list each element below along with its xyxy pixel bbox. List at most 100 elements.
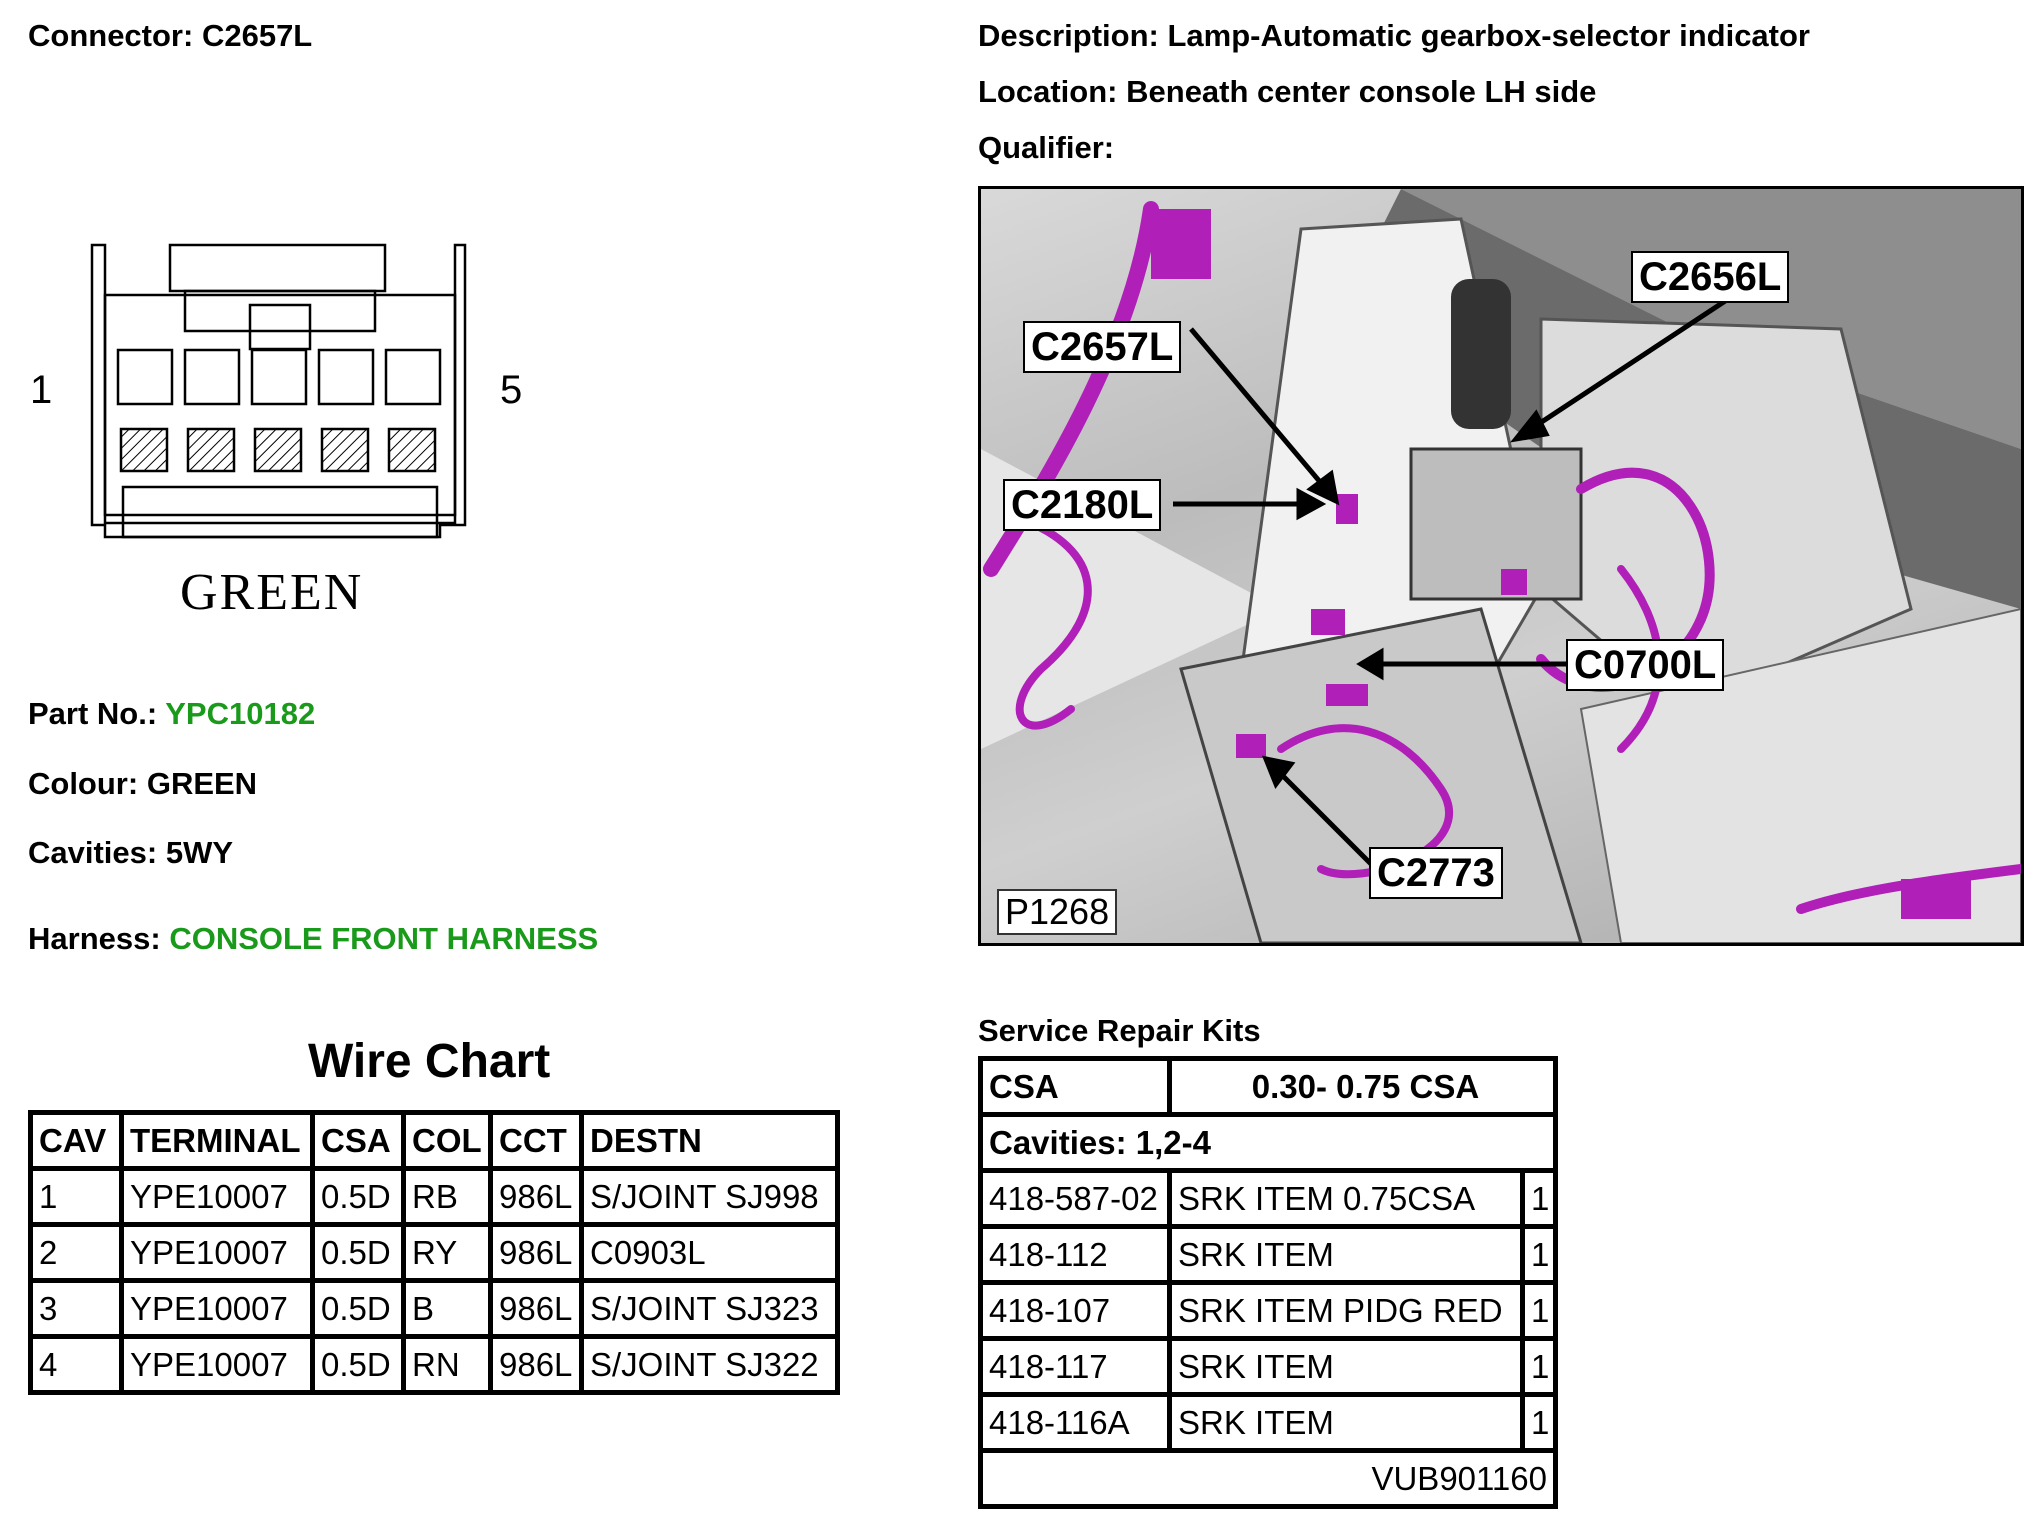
harness-line: Harness: CONSOLE FRONT HARNESS [28,921,598,957]
cell-terminal: YPE10007 [124,1171,310,1222]
cell-col: RB [406,1171,488,1222]
table-row: 4 YPE10007 0.5D RN 986L S/JOINT SJ322 [33,1339,835,1390]
connector-color-label: GREEN [180,564,364,621]
service-kits-header-row: CSA 0.30- 0.75 CSA [983,1061,1553,1112]
service-kits-footer-row: VUB901160 [983,1453,1553,1504]
kit-part-number: 418-116A [983,1397,1167,1448]
header-terminal: TERMINAL [124,1115,310,1166]
location-photo: C2656L C2657L C2180L C0700L C2773 P1268 [978,186,2024,946]
cell-cav: 2 [33,1227,119,1278]
cell-cav: 4 [33,1339,119,1390]
service-kits-title: Service Repair Kits [978,1013,1261,1048]
connector-block [1236,734,1266,758]
connector-block [1501,569,1527,595]
harness-value: CONSOLE FRONT HARNESS [169,921,599,956]
kit-description: SRK ITEM 0.75CSA [1172,1173,1520,1224]
location-value: Beneath center console LH side [1126,74,1597,109]
cell-destn: S/JOINT SJ323 [584,1283,835,1334]
kit-part-number: 418-107 [983,1285,1167,1336]
cell-col: B [406,1283,488,1334]
cell-csa: 0.5D [315,1171,401,1222]
harness-wire [1015,515,1092,730]
table-row: 3 YPE10007 0.5D B 986L S/JOINT SJ323 [33,1283,835,1334]
cell-destn: S/JOINT SJ322 [584,1339,835,1390]
kit-description: SRK ITEM [1172,1341,1520,1392]
cell-cct: 986L [493,1283,579,1334]
location-line: Location: Beneath center console LH side [978,74,1596,110]
table-row: 418-112 SRK ITEM 1 [983,1229,1553,1280]
table-row: 418-116A SRK ITEM 1 [983,1397,1553,1448]
cavities-value: 5WY [165,835,234,870]
cell-col: RN [406,1339,488,1390]
qualifier-label: Qualifier: [978,130,1115,165]
pin-number-first: 1 [30,368,53,412]
kit-description: SRK ITEM [1172,1229,1520,1280]
connector-block [1151,209,1211,279]
connector-block [1326,684,1368,706]
colour-label: Colour: [28,766,139,801]
header-cav: CAV [33,1115,119,1166]
callout-c2656l: C2656L [1631,251,1790,303]
connector-label: Connector: [28,18,194,53]
qualifier-line: Qualifier: [978,130,1114,166]
callout-c0700l: C0700L [1566,639,1725,691]
cell-cct: 986L [493,1339,579,1390]
connector-block [1336,494,1358,524]
wire-chart-title: Wire Chart [308,1035,551,1088]
kit-quantity: 1 [1525,1173,1553,1224]
harness-label: Harness: [28,921,161,956]
part-no-label: Part No.: [28,696,158,731]
cavity-openings [116,348,442,406]
header-csa: CSA [315,1115,401,1166]
kit-quantity: 1 [1525,1397,1553,1448]
cell-terminal: YPE10007 [124,1227,310,1278]
colour-line: Colour: GREEN [28,766,257,802]
callout-c2180l: C2180L [1003,479,1162,531]
terminal-locks [119,427,437,473]
service-kits-table: CSA 0.30- 0.75 CSA Cavities: 1,2-4 418-5… [978,1056,1558,1509]
cell-terminal: YPE10007 [124,1283,310,1334]
connector-block [1901,879,1971,919]
photo-illustration [981,189,2021,943]
csa-value: 0.30- 0.75 CSA [1172,1061,1553,1112]
connector-line: Connector: C2657L [28,18,312,54]
colour-value: GREEN [146,766,258,801]
kit-quantity: 1 [1525,1285,1553,1336]
table-row: 1 YPE10007 0.5D RB 986L S/JOINT SJ998 [33,1171,835,1222]
part-no-value: YPC10182 [165,696,316,731]
description-line: Description: Lamp-Automatic gearbox-sele… [978,18,1810,54]
kit-quantity: 1 [1525,1341,1553,1392]
connector-face-diagram [90,243,467,539]
table-row: 418-117 SRK ITEM 1 [983,1341,1553,1392]
table-row: 418-107 SRK ITEM PIDG RED 1 [983,1285,1553,1336]
table-row: 2 YPE10007 0.5D RY 986L C0903L [33,1227,835,1278]
wire-chart-table: CAV TERMINAL CSA COL CCT DESTN 1 YPE1000… [28,1110,840,1395]
cell-csa: 0.5D [315,1283,401,1334]
cell-col: RY [406,1227,488,1278]
header-cct: CCT [493,1115,579,1166]
callout-c2657l: C2657L [1023,321,1182,373]
cell-cct: 986L [493,1227,579,1278]
harness-wire [983,201,1159,577]
connector-value: C2657L [201,18,313,53]
description-value: Lamp-Automatic gearbox-selector indicato… [1167,18,1810,53]
cavities-label: Cavities: [28,835,158,870]
wire-chart-header-row: CAV TERMINAL CSA COL CCT DESTN [33,1115,835,1166]
cell-cav: 1 [33,1171,119,1222]
part-no-line: Part No.: YPC10182 [28,696,315,732]
cavities-line: Cavities: 5WY [28,835,233,871]
callout-c2773: C2773 [1369,847,1503,899]
pin-number-last: 5 [500,368,523,412]
csa-label: CSA [983,1061,1167,1112]
cell-cav: 3 [33,1283,119,1334]
cell-csa: 0.5D [315,1339,401,1390]
kit-part-number: 418-112 [983,1229,1167,1280]
service-kits-footer: VUB901160 [983,1453,1553,1504]
cell-destn: C0903L [584,1227,835,1278]
connector-block [1311,609,1345,635]
kit-part-number: 418-587-02 [983,1173,1167,1224]
photo-plate-number: P1268 [997,889,1118,935]
header-destn: DESTN [584,1115,835,1166]
service-kits-cavities: Cavities: 1,2-4 [983,1117,1553,1168]
cell-destn: S/JOINT SJ998 [584,1171,835,1222]
